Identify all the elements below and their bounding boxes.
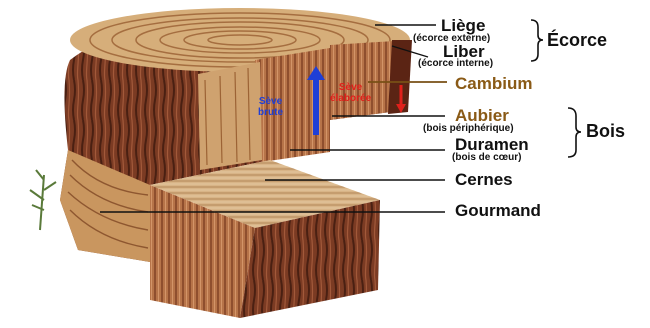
aubier-sub-label: (bois périphérique) (423, 124, 514, 134)
cernes-label: Cernes (455, 171, 513, 188)
gourmand-label: Gourmand (455, 202, 541, 219)
sap-elaboree-label: Sève élaborée (330, 83, 371, 104)
inner-cut-face (198, 62, 262, 170)
bois-label: Bois (586, 122, 625, 140)
duramen-sub-label: (bois de cœur) (452, 153, 521, 163)
bois-brace (568, 108, 581, 157)
liege-label: Liège (441, 17, 485, 34)
aubier-label: Aubier (455, 107, 509, 124)
duramen-label: Duramen (455, 136, 529, 153)
plant-sprig (30, 170, 56, 230)
liber-sub-label: (écorce interne) (418, 59, 493, 69)
sap-brute-label: Sève brute (258, 97, 283, 118)
cambium-label: Cambium (455, 75, 532, 92)
ecorce-label: Écorce (547, 31, 607, 49)
ecorce-brace (531, 20, 543, 61)
